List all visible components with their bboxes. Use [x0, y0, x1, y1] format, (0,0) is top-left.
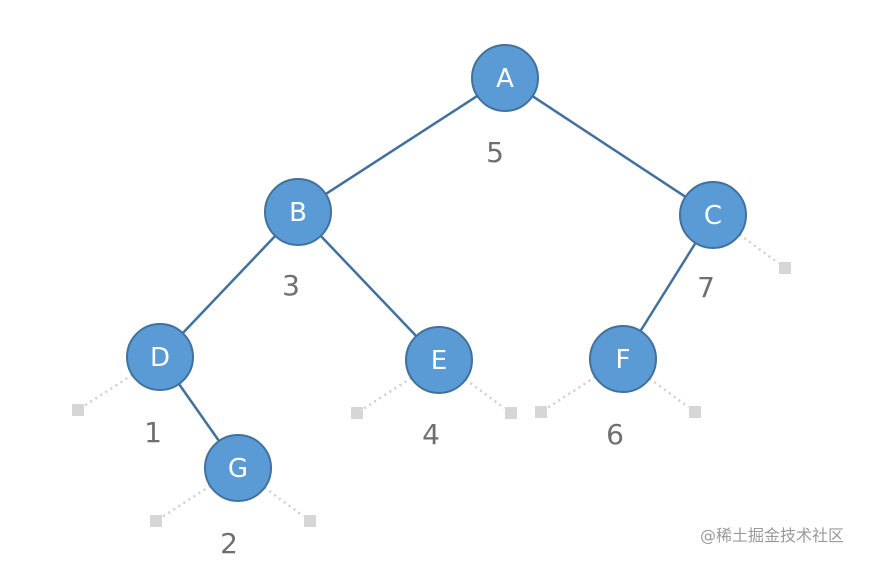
- node-number-B: 3: [282, 269, 300, 302]
- node-numbers-layer: 5 3 7 1 4 6 2: [144, 136, 715, 560]
- node-number-G: 2: [220, 527, 238, 560]
- edge-A-C: [531, 95, 687, 198]
- null-edge-E-left: [363, 376, 412, 410]
- null-edge-F-right: [648, 377, 690, 409]
- edge-B-D: [181, 235, 277, 334]
- null-marker-F-left: [535, 406, 547, 418]
- node-letter-E: E: [431, 346, 447, 376]
- edges-layer: [177, 94, 697, 442]
- node-letter-F: F: [616, 345, 631, 375]
- node-number-C: 7: [697, 271, 715, 304]
- node-number-E: 4: [422, 418, 440, 451]
- null-marker-E-left: [351, 407, 363, 419]
- tree-node-C: C: [679, 181, 747, 249]
- node-circle-A: [471, 44, 539, 112]
- edge-B-E: [319, 235, 418, 337]
- nodes-layer: A B C D E F G: [126, 44, 747, 502]
- edge-C-F: [639, 242, 697, 332]
- node-circle-F: [589, 325, 657, 393]
- null-edge-G-right: [263, 486, 305, 518]
- node-letter-B: B: [289, 198, 307, 228]
- node-circle-E: [405, 326, 473, 394]
- null-marker-C-right: [779, 262, 791, 274]
- null-marker-G-left: [150, 515, 162, 527]
- node-letter-D: D: [150, 343, 170, 373]
- node-number-F: 6: [606, 418, 624, 451]
- null-marker-D-left: [72, 404, 84, 416]
- edge-A-B: [325, 94, 478, 196]
- tree-node-D: D: [126, 323, 194, 391]
- null-edge-G-left: [162, 484, 211, 518]
- null-marker-G-right: [304, 515, 316, 527]
- node-number-A: 5: [486, 136, 504, 169]
- null-edge-E-right: [464, 378, 506, 410]
- node-circle-B: [264, 178, 332, 246]
- null-marker-E-right: [505, 407, 517, 419]
- null-children-layer: [72, 233, 791, 527]
- node-circle-C: [679, 181, 747, 249]
- null-edge-D-left: [84, 373, 133, 407]
- tree-node-B: B: [264, 178, 332, 246]
- null-edge-C-right: [738, 233, 780, 265]
- tree-node-E: E: [405, 326, 473, 394]
- tree-node-A: A: [471, 44, 539, 112]
- node-letter-C: C: [704, 201, 722, 231]
- watermark: @稀土掘金技术社区: [700, 526, 845, 545]
- edge-D-G: [177, 383, 221, 442]
- node-number-D: 1: [144, 416, 162, 449]
- node-letter-G: G: [228, 454, 248, 484]
- tree-node-G: G: [204, 434, 272, 502]
- tree-node-F: F: [589, 325, 657, 393]
- node-circle-D: [126, 323, 194, 391]
- node-letter-A: A: [496, 64, 514, 94]
- null-edge-F-left: [547, 375, 596, 409]
- null-marker-F-right: [689, 406, 701, 418]
- node-circle-G: [204, 434, 272, 502]
